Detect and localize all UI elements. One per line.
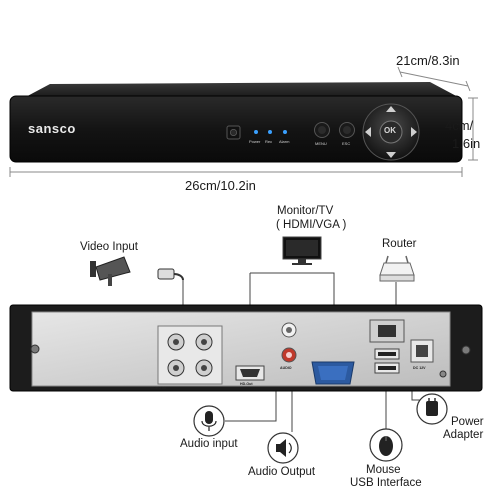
video-input-label: Video Input — [80, 241, 138, 253]
speaker-icon — [267, 432, 299, 464]
ok-button-label[interactable]: OK — [384, 126, 396, 135]
dc-label: DC 12V — [413, 366, 426, 370]
nav-right-icon[interactable] — [411, 127, 417, 137]
router-icon — [379, 255, 415, 282]
audio-output-port[interactable] — [281, 347, 297, 363]
audio-output-label: Audio Output — [248, 466, 316, 478]
audio-input-label: Audio input — [180, 438, 238, 450]
power-led-label: Power — [249, 139, 261, 144]
nav-down-icon[interactable] — [386, 152, 396, 158]
hdmi-port[interactable] — [235, 365, 265, 381]
menu-button[interactable] — [314, 122, 330, 138]
brand-logo: sansco — [28, 121, 76, 136]
monitor-icon — [282, 236, 322, 265]
mouse-icon — [369, 428, 403, 462]
video-in-label: VIDEO IN — [150, 386, 166, 390]
power-button[interactable] — [226, 125, 241, 140]
depth-dimension-line — [397, 66, 471, 92]
bnc-plug-icon — [157, 268, 184, 281]
depth-label: 21cm/8.3in — [396, 53, 460, 68]
usb-ports[interactable] — [374, 348, 400, 374]
ground-terminal-icon — [439, 370, 447, 378]
router-label: Router — [382, 238, 417, 250]
monitor-label: Monitor/TV — [277, 205, 334, 217]
height-dimension-line — [468, 97, 478, 161]
alarm-led-label: Alarm — [279, 139, 290, 144]
dc-power-port[interactable] — [410, 339, 434, 363]
nav-left-icon[interactable] — [365, 127, 371, 137]
height-label-in: 1.6in — [452, 136, 481, 151]
usb-interface-label: USB Interface — [350, 477, 422, 489]
audio-input-port[interactable] — [281, 322, 297, 338]
alarm-led-icon — [283, 130, 287, 134]
power-led-icon — [254, 130, 258, 134]
microphone-icon — [193, 405, 225, 437]
menu-button-label: MENU — [315, 141, 327, 146]
nav-up-icon[interactable] — [386, 106, 396, 112]
mouse-label: Mouse — [366, 464, 401, 476]
camera-icon — [90, 256, 131, 286]
power-label: Power — [451, 416, 484, 428]
screw-left-icon — [30, 344, 40, 354]
power-adapter-icon — [416, 393, 448, 425]
rec-led-icon — [268, 130, 272, 134]
adapter-label: Adapter — [443, 429, 484, 441]
esc-button-label: ESC — [342, 141, 351, 146]
monitor-ports-label: ( HDMI/VGA ) — [276, 219, 347, 231]
video-input-ports[interactable] — [157, 325, 223, 385]
navigation-pad[interactable] — [362, 103, 420, 161]
screw-right-icon — [461, 345, 471, 355]
ethernet-port[interactable] — [369, 319, 405, 343]
vga-port[interactable] — [311, 361, 355, 385]
esc-button[interactable] — [339, 122, 355, 138]
rec-led-label: Rec — [265, 139, 273, 144]
hd-out-label: HD-Out — [240, 382, 253, 386]
width-dimension-line — [9, 167, 463, 177]
width-label: 26cm/10.2in — [185, 178, 256, 193]
height-label-cm: 4cm/ — [445, 118, 474, 133]
audio-label: AUDIO — [280, 366, 292, 370]
